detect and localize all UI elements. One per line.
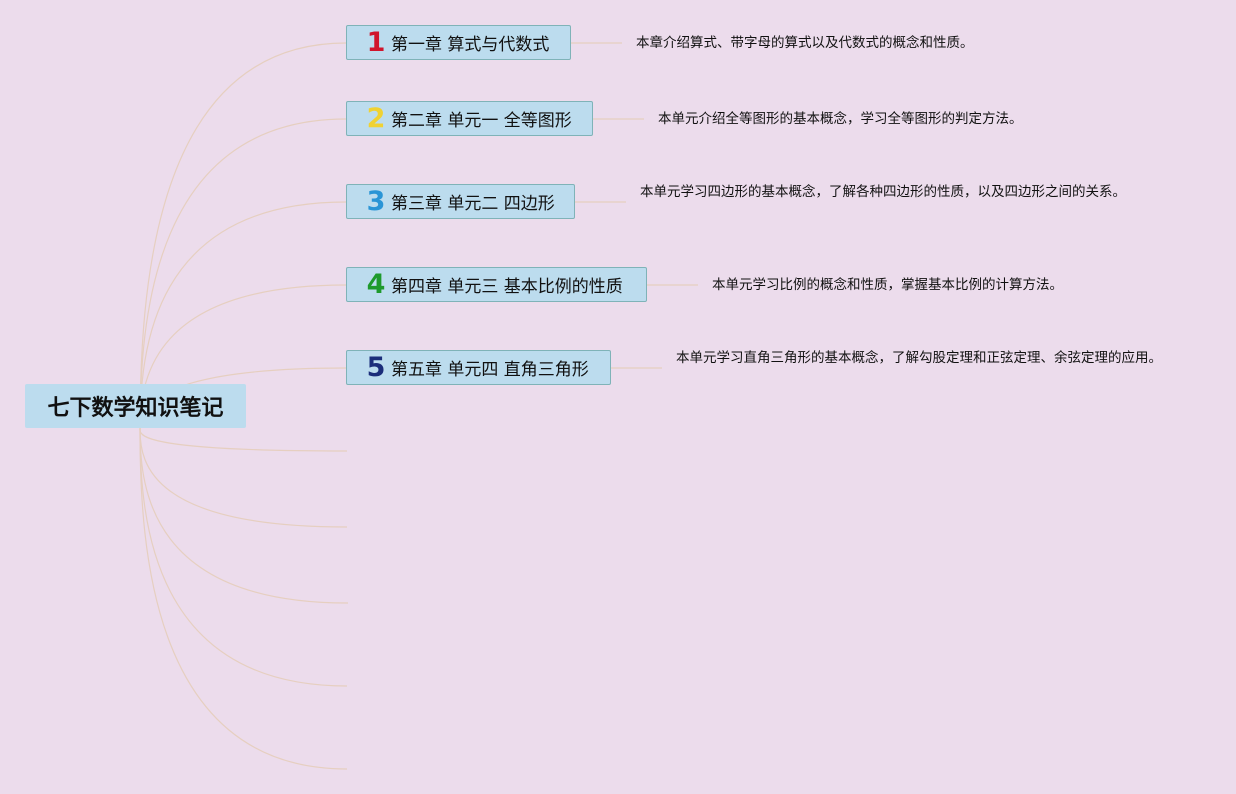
- chapter-description-2: 本单元介绍全等图形的基本概念，学习全等图形的判定方法。: [658, 111, 1023, 127]
- branch-connector: [139, 429, 348, 687]
- branch-connector: [139, 429, 348, 770]
- number-2-icon: 2: [366, 103, 386, 134]
- chapter-description-1: 本章介绍算式、带字母的算式以及代数式的概念和性质。: [636, 35, 974, 51]
- chapter-node-4[interactable]: 4 第四章 单元三 基本比例的性质: [346, 267, 647, 302]
- chapter-label: 第五章 单元四 直角三角形: [391, 360, 589, 380]
- chapter-label: 第四章 单元三 基本比例的性质: [391, 277, 623, 297]
- branch-connector: [139, 42, 347, 431]
- chapter-node-2[interactable]: 2 第二章 单元一 全等图形: [346, 101, 593, 136]
- root-topic-label: 七下数学知识笔记: [47, 396, 224, 421]
- number-5-icon: 5: [366, 352, 386, 383]
- number-1-icon: 1: [366, 27, 386, 58]
- branch-connector: [139, 118, 347, 431]
- chapter-description-5: 本单元学习直角三角形的基本概念，了解勾股定理和正弦定理、余弦定理的应用。: [676, 350, 1162, 366]
- root-topic[interactable]: 七下数学知识笔记: [25, 384, 246, 428]
- chapter-description-3: 本单元学习四边形的基本概念，了解各种四边形的性质，以及四边形之间的关系。: [640, 184, 1126, 200]
- number-4-icon: 4: [366, 269, 386, 300]
- branch-connector: [139, 429, 348, 528]
- branch-connector: [139, 429, 349, 604]
- chapter-node-3[interactable]: 3 第三章 单元二 四边形: [346, 184, 575, 219]
- chapter-node-1[interactable]: 1 第一章 算式与代数式: [346, 25, 571, 60]
- chapter-description-4: 本单元学习比例的概念和性质，掌握基本比例的计算方法。: [712, 277, 1063, 293]
- chapter-label: 第二章 单元一 全等图形: [391, 111, 572, 131]
- chapter-label: 第一章 算式与代数式: [391, 35, 550, 55]
- chapter-label: 第三章 单元二 四边形: [391, 194, 555, 214]
- number-3-icon: 3: [366, 186, 386, 217]
- chapter-node-5[interactable]: 5 第五章 单元四 直角三角形: [346, 350, 611, 385]
- branch-connector: [139, 429, 348, 452]
